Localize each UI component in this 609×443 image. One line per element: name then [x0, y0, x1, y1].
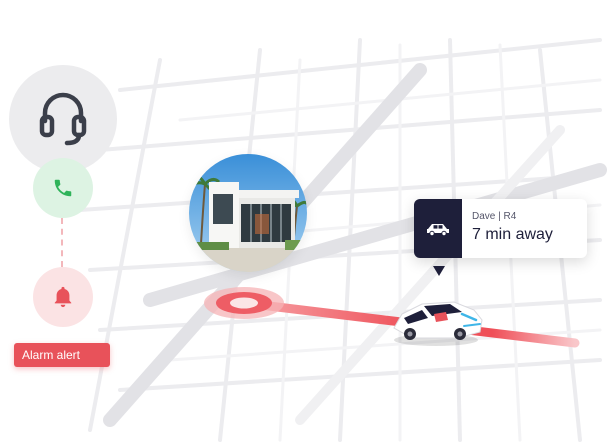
- eta-icon-box: [414, 199, 462, 258]
- alarm-button[interactable]: [33, 267, 93, 327]
- alarm-alert-label: Alarm alert: [22, 348, 81, 362]
- eta-card-pointer: [433, 266, 445, 276]
- driver-label: Dave | R4: [472, 211, 517, 222]
- modern-house-image: [189, 154, 307, 272]
- call-button[interactable]: [33, 158, 93, 218]
- house-photo: [189, 154, 307, 272]
- destination-marker: [204, 287, 284, 319]
- phone-icon: [54, 179, 72, 197]
- patrol-car: [393, 301, 483, 346]
- support-button[interactable]: [9, 65, 117, 173]
- eta-card[interactable]: Dave | R4 7 min away: [414, 199, 587, 258]
- bell-icon: [54, 286, 72, 308]
- eta-time: 7 min away: [472, 226, 553, 243]
- alarm-alert-badge: Alarm alert: [14, 343, 110, 367]
- eta-text: Dave | R4 7 min away: [462, 199, 553, 258]
- headset-icon: [39, 92, 87, 146]
- call-flow-connector: [61, 218, 63, 267]
- car-icon: [427, 223, 449, 236]
